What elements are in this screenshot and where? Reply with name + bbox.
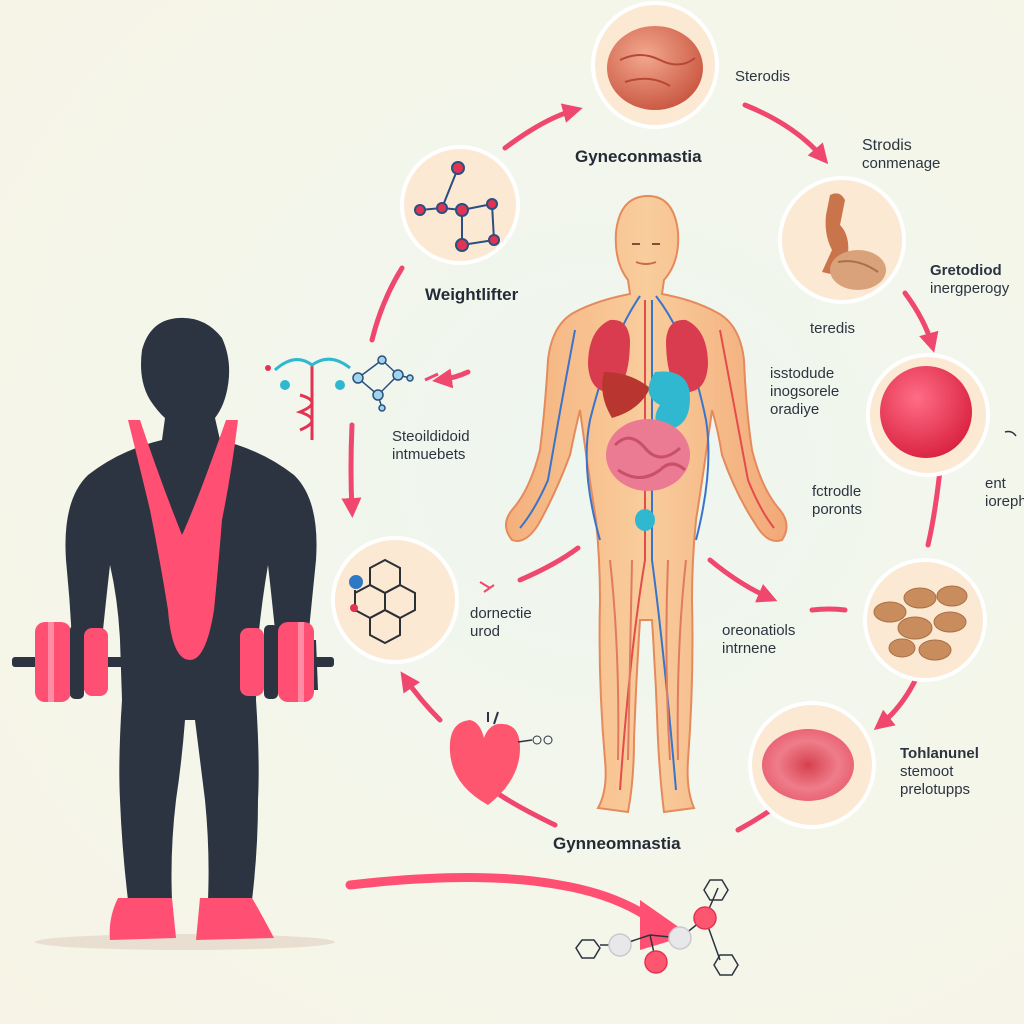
label-edge-right: ent ioreph: [985, 475, 1024, 511]
pink-singlet: [128, 420, 238, 660]
arrow-left-upper: [369, 265, 405, 343]
label-steroid-intermediates: Steoildidoid intmuebets: [392, 428, 470, 464]
circle-pills: [863, 558, 987, 682]
label-strodis-line2: conmenage: [862, 155, 941, 172]
blood-cell-icon: [762, 729, 854, 801]
pills-icon: [873, 585, 968, 661]
liver: [602, 372, 650, 418]
bladder: [635, 509, 655, 531]
label-edge-right-line2: ioreph: [985, 493, 1024, 510]
label-tohlanunel-line2: stemoot: [900, 763, 954, 780]
right-shoe: [196, 898, 274, 940]
label-tohlanunel-line1: Tohlanunel: [900, 745, 979, 762]
sphere-icon: [880, 366, 972, 458]
label-fctrodle-line2: poronts: [812, 501, 863, 518]
left-dumbbell: [12, 622, 132, 702]
circle-steroid-ring: [331, 536, 459, 664]
arrow-small-left: [432, 368, 471, 389]
label-steroids-top: Sterodis: [735, 68, 791, 85]
human-anatomy-figure: [505, 194, 788, 814]
steroid-ring-icon: [354, 558, 416, 645]
label-domectie-line2: urod: [470, 623, 501, 640]
label-isstodude-line2: inogsorele: [770, 383, 840, 400]
label-gretodiod: Gretodiod inergperogy: [930, 262, 1009, 298]
label-fctrodle: fctrodle poronts: [812, 483, 862, 519]
arrow-left-middle: [341, 422, 362, 518]
intestines: [606, 419, 690, 491]
label-isstodude-line3: oradiye: [770, 401, 820, 418]
label-isstodude-line1: isstodude: [770, 365, 835, 382]
label-steroid-intermediates-line1: Steoildidoid: [392, 428, 470, 445]
label-fctrodle-line1: fctrodle: [812, 483, 862, 500]
label-oreonatiols-line2: intrnene: [722, 640, 777, 657]
arrow-bottom-big: [345, 873, 665, 930]
weightlifter-figure: [12, 317, 335, 950]
stomach: [648, 371, 690, 430]
small-molecule-left: [352, 355, 414, 412]
label-tohlanunel: Tohlanunel stemoot prelotupps: [900, 745, 979, 799]
heart-icon: [449, 711, 553, 805]
arrow-from-body-left: [517, 545, 581, 583]
label-strodis: Strodis conmenage: [862, 137, 940, 173]
label-gynecomastia-top: Gyneconmastia: [575, 147, 702, 166]
bottom-molecule: [575, 879, 739, 976]
arrow-bottom-left: [497, 792, 558, 828]
label-isstodude: isstodude inogsorele oradiye: [770, 365, 839, 419]
caduceus-icon: [265, 357, 351, 440]
arrow-left-lower: [400, 671, 443, 723]
label-domectie: dornectie urod: [470, 605, 532, 641]
label-weightlifter: Weightlifter: [425, 285, 519, 304]
left-shoe: [109, 898, 176, 940]
arrow-top-left: [502, 103, 583, 151]
right-dumbbell: [238, 622, 334, 702]
muscle-figure-icon: [822, 193, 886, 290]
label-gretodiod-line1: Gretodiod: [930, 262, 1002, 279]
label-edge-right-line1: ent: [985, 475, 1006, 492]
circle-molecule: [400, 145, 520, 265]
arrow-from-body-right: [707, 557, 778, 603]
label-gynecomastia-bottom: Gynneomnastia: [553, 834, 681, 853]
label-domectie-line1: dornectie: [470, 605, 532, 622]
fat-tissue-icon: [607, 26, 703, 110]
label-steroid-intermediates-line2: intmuebets: [392, 446, 466, 463]
circle-blood-cell: [748, 701, 876, 829]
label-teredis: teredis: [810, 320, 856, 337]
circle-sphere: [866, 353, 990, 477]
arrow-to-pills: [809, 606, 848, 613]
arrow-right-middle: [925, 467, 943, 548]
circle-fat-tissue: [591, 1, 719, 129]
label-tohlanunel-line3: prelotupps: [900, 781, 971, 798]
label-gretodiod-line2: inergperogy: [930, 280, 1010, 297]
label-strodis-line1: Strodis: [862, 137, 912, 154]
molecule-icon: [414, 161, 500, 252]
label-oreonatiols: oreonatiols intrnene: [722, 622, 795, 658]
arrow-top-right: [742, 102, 829, 165]
arrow-right-upper: [902, 290, 939, 353]
circle-muscle-figure: [778, 176, 906, 304]
label-oreonatiols-line1: oreonatiols: [722, 622, 796, 639]
